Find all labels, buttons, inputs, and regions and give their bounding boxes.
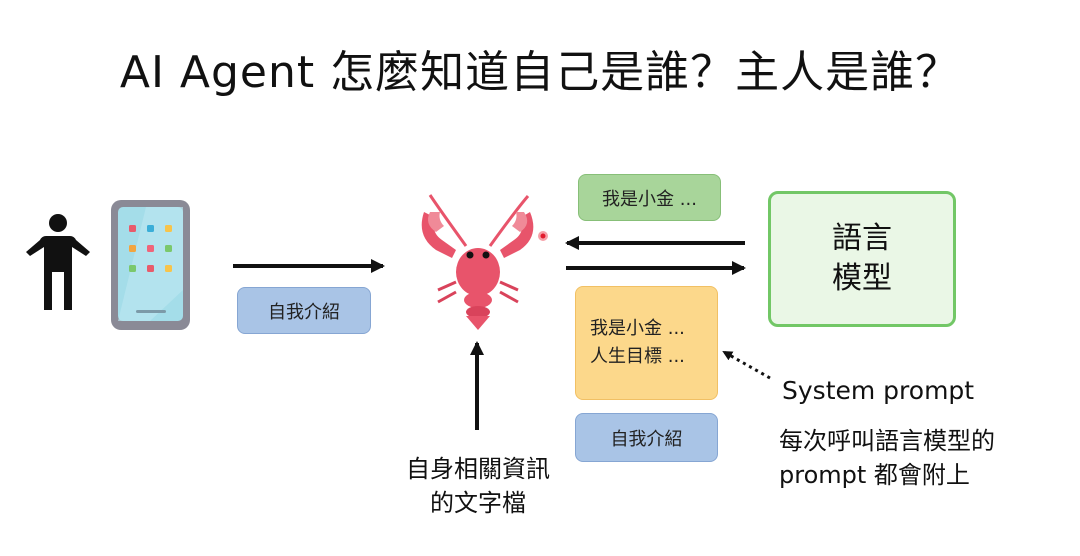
person-icon <box>26 214 90 310</box>
system-prompt-label: System prompt <box>782 376 975 405</box>
language-model-line-2: 模型 <box>832 261 892 296</box>
language-model-line-1: 語言 <box>832 221 892 256</box>
language-model-box: 語言 模型 <box>768 191 956 327</box>
info-file-caption: 自身相關資訊 的文字檔 <box>388 452 568 520</box>
lobster-icon <box>421 194 534 330</box>
info-file-caption-line-2: 的文字檔 <box>430 489 526 517</box>
intro-box-right: 自我介紹 <box>575 413 718 462</box>
system-prompt-note: 每次呼叫語言模型的 prompt 都會附上 <box>779 424 995 492</box>
system-prompt-note-line-1: 每次呼叫語言模型的 <box>779 427 995 455</box>
arrow-system-prompt <box>722 350 771 380</box>
system-prompt-box: 我是小金 ... 人生目標 ... <box>575 286 718 400</box>
phone-icon <box>111 200 190 330</box>
system-prompt-line-2: 人生目標 ... <box>590 346 685 367</box>
system-prompt-note-line-2: prompt 都會附上 <box>779 461 970 489</box>
laser-dot-core <box>540 233 546 239</box>
reply-box: 我是小金 ... <box>578 174 721 221</box>
slide-title: AI Agent 怎麼知道自己是誰？主人是誰？ <box>119 47 961 98</box>
system-prompt-line-1: 我是小金 ... <box>590 318 685 339</box>
intro-box-left: 自我介紹 <box>237 287 371 334</box>
info-file-caption-line-1: 自身相關資訊 <box>406 455 550 483</box>
